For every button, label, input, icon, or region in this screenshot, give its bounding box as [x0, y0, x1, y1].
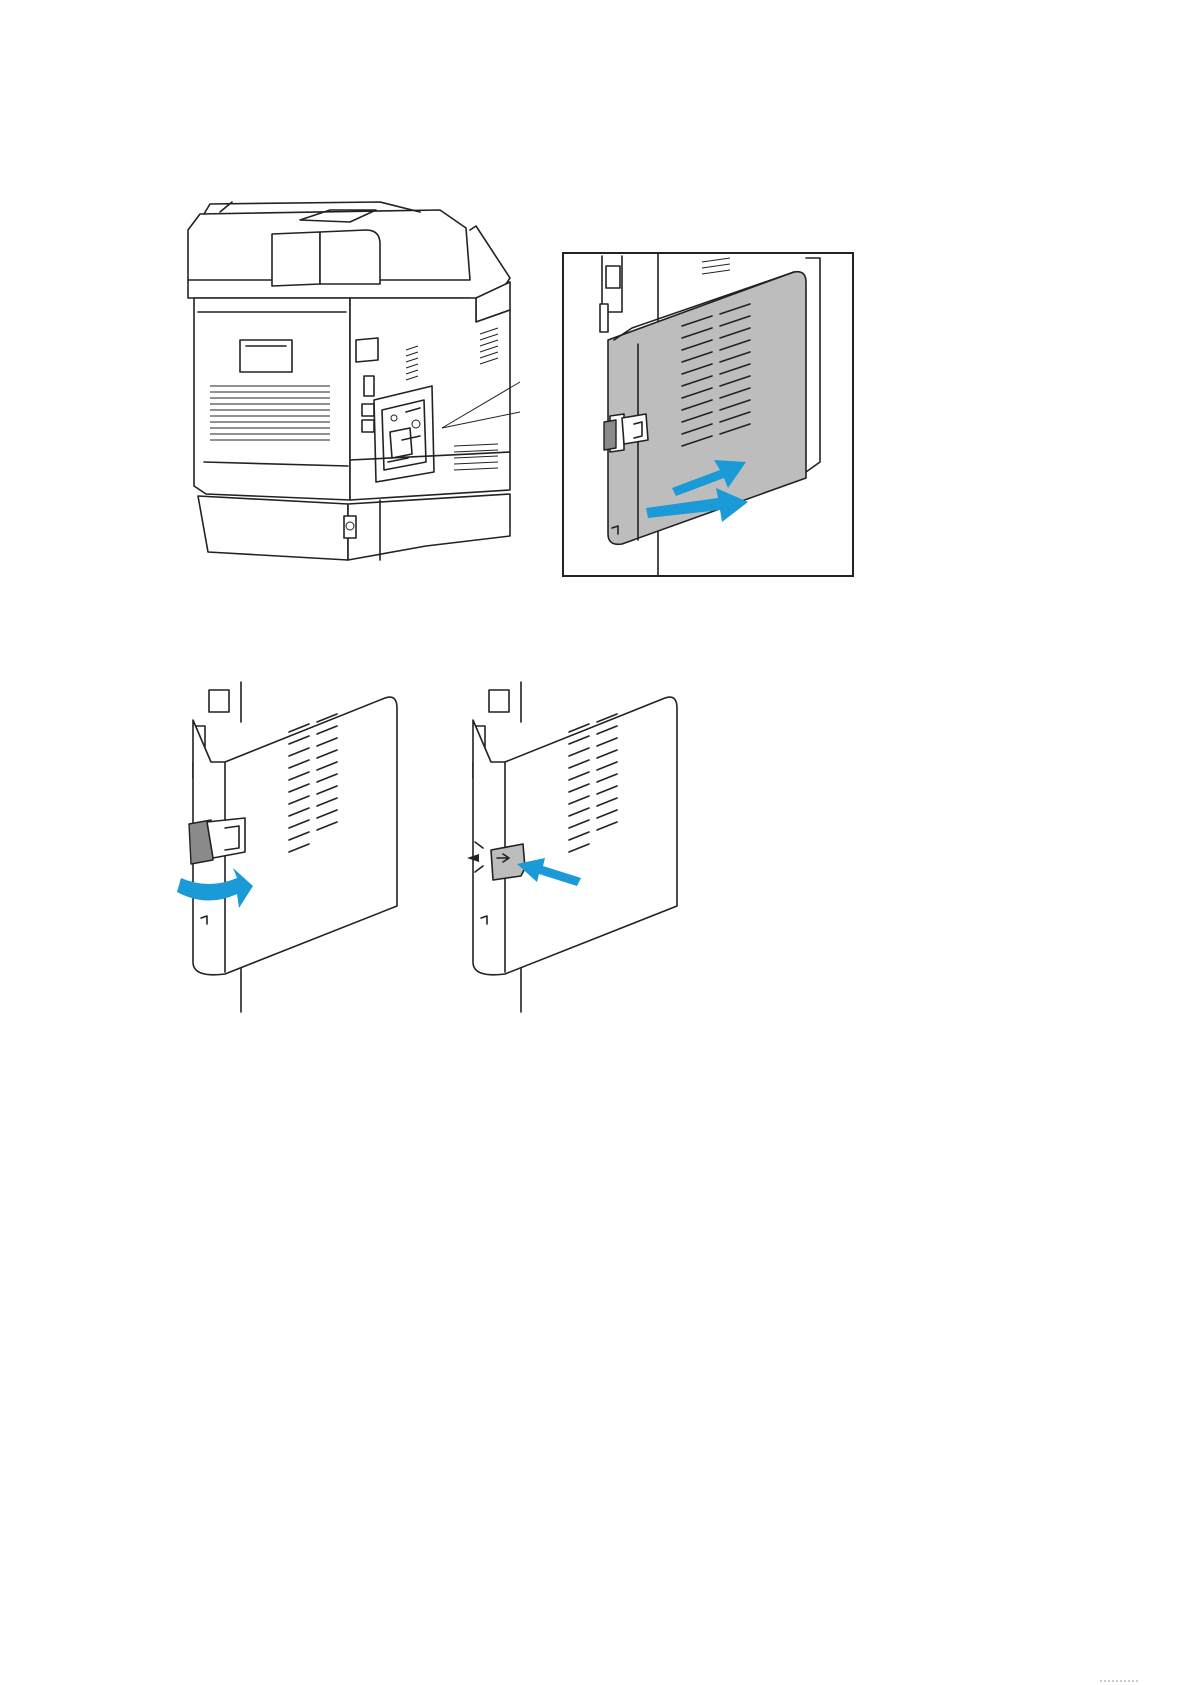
- printer-rear-icon: [180, 200, 560, 570]
- cover-latch-rotate: [185, 682, 430, 1012]
- curved-arrow-icon: [185, 682, 430, 1012]
- cover-latch: [491, 844, 525, 880]
- push-arrow-icon: [465, 682, 710, 1012]
- cover-slide-in-arrow-icon: [562, 252, 854, 577]
- cover-latch-press: [465, 682, 710, 1012]
- page-edge-mark: [1100, 1678, 1140, 1684]
- cover-install-detail: [562, 252, 854, 577]
- rear-cover: [473, 697, 677, 975]
- printer-rear-view: [180, 200, 560, 570]
